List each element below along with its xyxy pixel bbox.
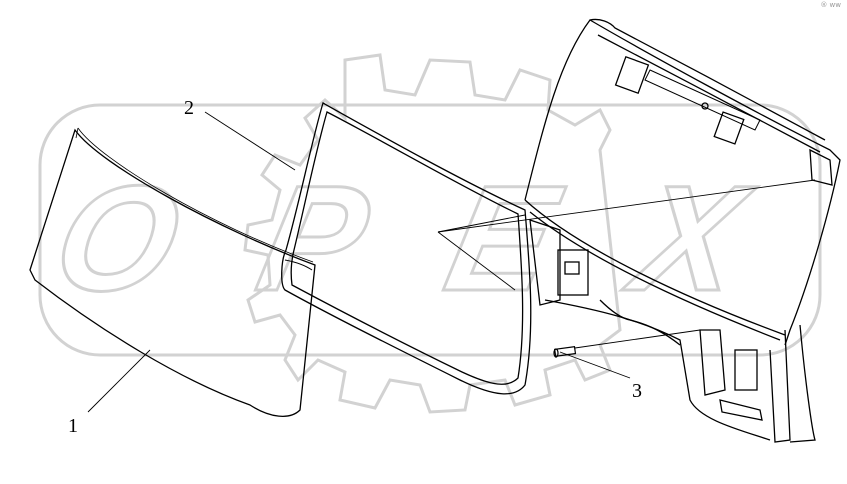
leader-line-3-extension: [574, 329, 701, 349]
leader-line-1: [87, 349, 151, 413]
callout-label-2: 2: [184, 97, 194, 119]
callout-label-1: 1: [68, 415, 78, 437]
corner-mark: ® ww: [820, 1, 841, 9]
leader-line-seal-a: [437, 214, 526, 233]
leader-line-seal-b: [437, 179, 816, 233]
callout-label-3: 3: [632, 380, 642, 402]
watermark-gear: [243, 53, 622, 414]
leader-line-3: [559, 351, 631, 379]
leader-line-seal-c: [437, 231, 516, 291]
leader-lines: [87, 111, 816, 413]
watermark-lettering: OPEX: [41, 156, 764, 323]
cab-body-panel: [524, 18, 841, 443]
windshield-glass: [29, 127, 316, 417]
leader-line-2: [204, 111, 296, 171]
windshield-seal: [281, 102, 532, 395]
watermark-band: [38, 103, 822, 357]
fastener-pin: [553, 345, 577, 358]
